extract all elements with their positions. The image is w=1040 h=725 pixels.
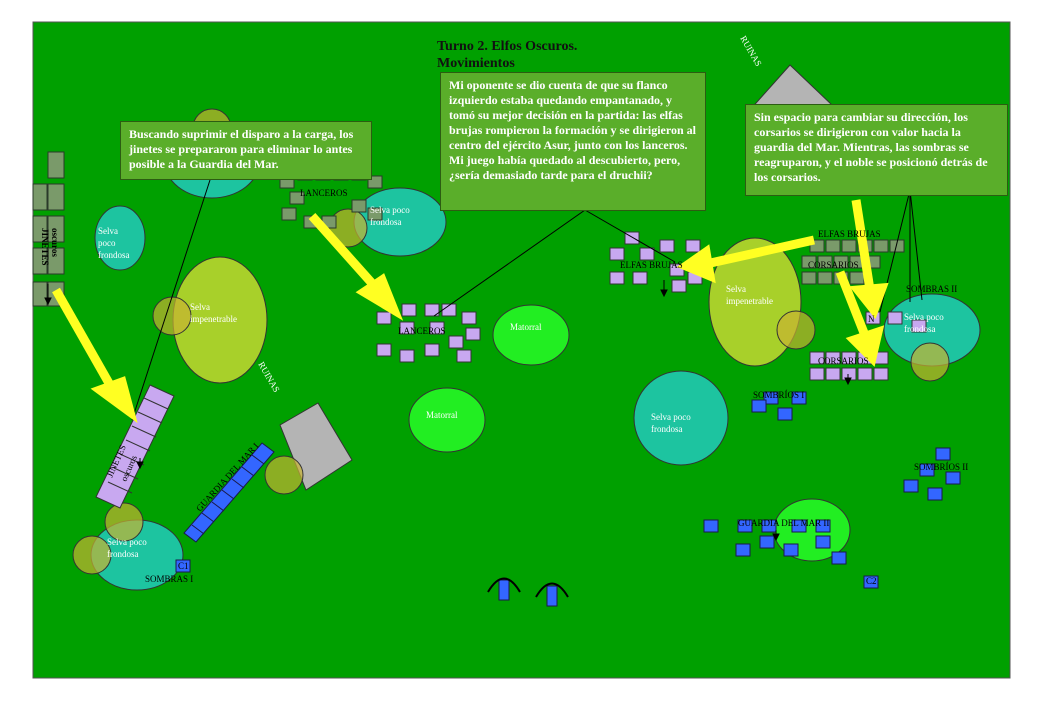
crossbow-icon (487, 577, 569, 598)
label-forest-left-3: frondosa (98, 250, 130, 260)
label-impassable-right-1: Selva (726, 284, 746, 294)
label-elfas-brujas: ELFAS BRUJAS (620, 260, 683, 270)
label-sombras-2: SOMBRAS II (906, 284, 957, 294)
label-forest-center-right-1: Selva poco (651, 412, 691, 422)
label-elfas-brujas-old: ELFAS BRUJAS (818, 229, 881, 239)
label-forest-right-1: Selva poco (904, 312, 944, 322)
label-forest-center-2: frondosa (370, 217, 402, 227)
scrub-center (492, 304, 570, 366)
guard-dividers (191, 454, 265, 535)
page-title: Turno 2. Elfos Oscuros. Movimientos (437, 39, 578, 71)
label-impassable-left-2: impenetrable (190, 314, 237, 324)
label-forest-bottom-left-2: frondosa (107, 549, 139, 559)
arrow-icon (44, 280, 852, 542)
label-forest-right-2: frondosa (904, 324, 936, 334)
label-corsarios: CORSARIOS (818, 356, 869, 366)
label-guardia-2: GUARDIA DEL MAR II (738, 518, 829, 528)
label-sombras-1: SOMBRAS I (145, 574, 193, 584)
highlight-arrows (52, 199, 889, 424)
callout-riders: Buscando suprimir el disparo a la carga,… (120, 121, 372, 180)
label-forest-center-right-2: frondosa (651, 424, 683, 434)
label-scrub-low: Matorral (426, 410, 458, 420)
label-forest-bottom-left-1: Selva poco (107, 537, 147, 547)
label-forest-left-1: Selva (98, 226, 118, 236)
label-lanceros: LANCEROS (398, 326, 446, 336)
label-corsarios-old: CORSARIOS (808, 260, 859, 270)
high-elf-units (175, 391, 961, 607)
callout-corsairs: Sin espacio para cambiar su dirección, l… (745, 104, 1008, 196)
label-c1: C1 (178, 561, 189, 571)
label-forest-left-2: poco (98, 238, 116, 248)
label-scrub-center: Matorral (510, 322, 542, 332)
forest-center-right (633, 370, 729, 466)
dark-elf-units (95, 231, 927, 509)
label-impassable-right-2: impenetrable (726, 296, 773, 306)
label-sombrios-1: SOMBRÍOS I (753, 390, 804, 400)
label-jinetes-old-2: oscuros (50, 228, 60, 257)
label-noble: N (868, 314, 875, 324)
callout-center: Mi oponente se dio cuenta de que su flan… (440, 72, 706, 211)
label-lanceros-old: LANCEROS (300, 188, 348, 198)
forest-left (94, 205, 146, 271)
jinetes-dividers (107, 397, 169, 494)
label-impassable-left-1: Selva (190, 302, 210, 312)
label-c2: C2 (866, 576, 877, 586)
label-sombrios-2: SOMBRÍOS II (914, 462, 968, 472)
label-jinetes-old-1: JINETES (40, 228, 50, 266)
label-forest-center-1: Selva poco (370, 205, 410, 215)
terrain-labels: Selva poco frondosa Selva impenetrable S… (98, 34, 944, 559)
scrub-center-low (408, 387, 486, 453)
